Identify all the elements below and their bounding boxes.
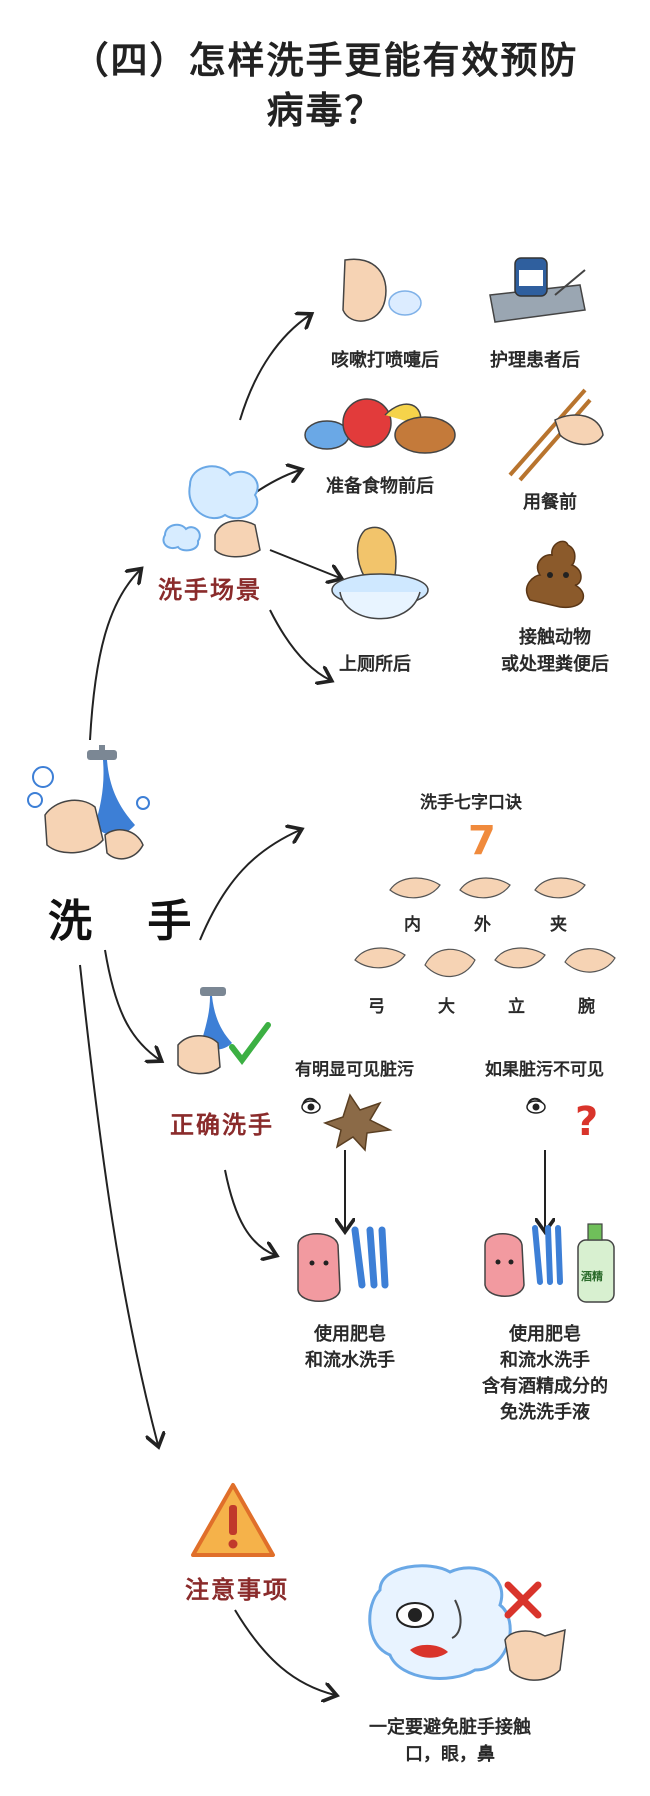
- toilet-icon: [331, 526, 429, 620]
- hand-step-icon: [534, 877, 586, 899]
- section-heading-scenes: 洗手场景: [158, 576, 262, 604]
- scene-label-animal-line2: 或处理粪便后: [501, 654, 609, 675]
- soap-bubbles-hands-icon: [162, 465, 261, 558]
- scene-label-animal: 接触动物: [519, 627, 591, 648]
- visible-dirt-heading: 有明显可见脏污: [295, 1060, 414, 1080]
- caution-note-line2: 口，眼，鼻: [405, 1744, 495, 1765]
- section-heading-caution: 注意事项: [185, 1576, 289, 1604]
- mnemonic-step-3: 夹: [550, 915, 567, 935]
- section-heading-correct: 正确洗手: [170, 1111, 274, 1139]
- visible-dirt-result-line1: 使用肥皂: [314, 1324, 386, 1345]
- faucet-check-icon: [177, 987, 271, 1075]
- washing-hands-icon: [27, 745, 150, 860]
- scene-label-patient: 护理患者后: [490, 350, 580, 371]
- scene-label-food: 准备食物前后: [326, 476, 434, 497]
- hand-step-icon: [389, 877, 441, 899]
- chopsticks-icon: [508, 388, 604, 482]
- caution-note-line1: 一定要避免脏手接触: [369, 1717, 531, 1738]
- food-icon: [304, 398, 456, 454]
- mnemonic-step-1: 内: [404, 915, 421, 935]
- soap-water-icon: [297, 1226, 389, 1302]
- svg-text:?: ?: [575, 1099, 598, 1145]
- page-title: （四）怎样洗手更能有效预防: [71, 39, 579, 82]
- hand-step-icon: [494, 947, 546, 969]
- hand-step-icon: [354, 947, 406, 969]
- face-no-touch-icon: [368, 1564, 566, 1681]
- invisible-dirt-result-line4: 免洗洗手液: [500, 1402, 590, 1423]
- mnemonic-step-7: 腕: [578, 997, 595, 1017]
- eye-question-icon: ?: [526, 1097, 598, 1145]
- sanitizer-bottle-label: 酒精: [581, 1270, 603, 1283]
- poop-icon: [525, 540, 585, 608]
- visible-dirt-result-line2: 和流水洗手: [305, 1350, 395, 1371]
- warning-sign-icon: [191, 1483, 275, 1557]
- scene-label-sneeze: 咳嗽打喷嚏后: [331, 350, 439, 371]
- mnemonic-step-6: 立: [508, 997, 525, 1017]
- hand-step-icon: [564, 948, 616, 973]
- mnemonic-step-2: 外: [474, 915, 491, 935]
- invisible-dirt-result-line1: 使用肥皂: [509, 1324, 581, 1345]
- medicine-tray-icon: [489, 257, 586, 323]
- sneeze-face-icon: [342, 258, 422, 322]
- invisible-dirt-heading: 如果脏污不可见: [485, 1060, 604, 1080]
- hand-step-icon: [459, 877, 511, 899]
- scene-label-toilet: 上厕所后: [339, 654, 411, 675]
- mnemonic-step-5: 大: [438, 997, 455, 1017]
- mnemonic-title: 洗手七字口诀: [420, 793, 522, 813]
- dirt-splat-icon: [301, 1093, 393, 1152]
- page-title-line2: 病毒？: [266, 89, 384, 132]
- scene-label-meal: 用餐前: [523, 492, 577, 513]
- soap-water-sanitizer-icon: [484, 1223, 615, 1303]
- mnemonic-step-4: 弓: [368, 997, 385, 1017]
- invisible-dirt-result-line2: 和流水洗手: [500, 1350, 590, 1371]
- invisible-dirt-result-line3: 含有酒精成分的: [482, 1376, 608, 1397]
- wash-hands-label: 洗 手: [48, 896, 212, 947]
- mnemonic-number: 7: [468, 818, 496, 864]
- hand-step-icon: [424, 948, 476, 978]
